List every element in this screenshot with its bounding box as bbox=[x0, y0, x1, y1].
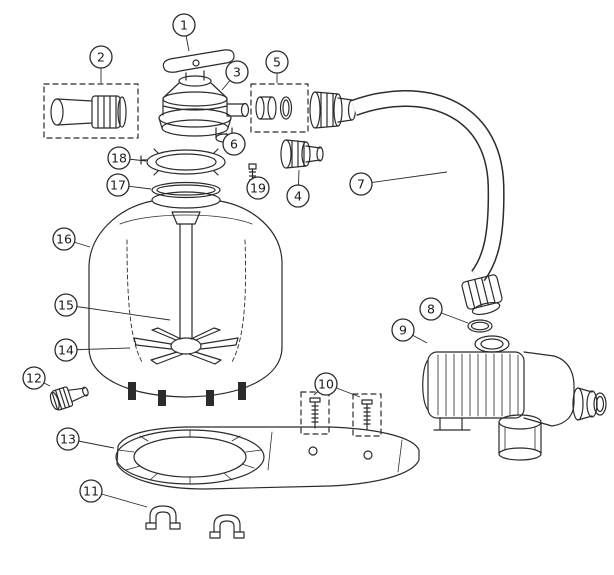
callout-14: 14 bbox=[54, 338, 78, 362]
callout-4: 4 bbox=[286, 184, 310, 208]
callout-circle-19 bbox=[246, 176, 270, 200]
hose-end-connector bbox=[461, 274, 503, 316]
union-fitting-kit bbox=[43, 83, 139, 139]
callout-number-8: 8 bbox=[427, 302, 435, 317]
callout-number-1: 1 bbox=[180, 18, 188, 33]
leader-line-15 bbox=[65, 304, 171, 321]
clamp-screw bbox=[248, 163, 257, 186]
callout-circle-12 bbox=[22, 366, 46, 390]
callout-circle-6 bbox=[222, 132, 246, 156]
callout-19: 19 bbox=[246, 176, 270, 200]
callout-circle-11 bbox=[79, 479, 103, 503]
callout-number-5: 5 bbox=[273, 55, 281, 70]
callout-circle-17 bbox=[106, 173, 130, 197]
base-tray bbox=[115, 426, 420, 490]
filter-tank bbox=[88, 191, 283, 406]
callout-13: 13 bbox=[56, 427, 80, 451]
drain-fitting bbox=[49, 386, 89, 411]
callout-circle-16 bbox=[52, 227, 76, 251]
callout-16: 16 bbox=[52, 227, 76, 251]
callout-5: 5 bbox=[265, 50, 289, 74]
pump-o-ring bbox=[467, 319, 493, 333]
callout-6: 6 bbox=[222, 132, 246, 156]
callout-number-9: 9 bbox=[399, 323, 407, 338]
callout-2: 2 bbox=[89, 45, 113, 69]
callout-circle-8 bbox=[419, 297, 443, 321]
tank-gasket bbox=[151, 181, 221, 199]
pump bbox=[422, 335, 607, 461]
callout-1: 1 bbox=[172, 13, 196, 37]
callout-number-10: 10 bbox=[318, 377, 334, 392]
callout-number-14: 14 bbox=[58, 343, 74, 358]
callout-number-13: 13 bbox=[60, 432, 76, 447]
callout-circle-9 bbox=[391, 318, 415, 342]
callout-circle-13 bbox=[56, 427, 80, 451]
screw-kit-1 bbox=[300, 391, 330, 435]
leader-line-7 bbox=[360, 171, 448, 185]
callout-circle-15 bbox=[54, 293, 78, 317]
callout-10: 10 bbox=[314, 372, 338, 396]
callout-number-11: 11 bbox=[83, 484, 99, 499]
callout-3: 3 bbox=[225, 60, 249, 84]
callout-11: 11 bbox=[79, 479, 103, 503]
adapter-kit bbox=[250, 83, 309, 133]
mounting-clamp-1 bbox=[145, 505, 181, 530]
callout-number-12: 12 bbox=[26, 371, 42, 386]
callout-number-6: 6 bbox=[230, 137, 238, 152]
diagram-line-art bbox=[43, 49, 607, 539]
mounting-clamp-2 bbox=[209, 514, 245, 539]
callout-number-19: 19 bbox=[250, 181, 266, 196]
flange-clamp-ring bbox=[140, 148, 226, 176]
callout-15: 15 bbox=[54, 293, 78, 317]
callout-7: 7 bbox=[349, 172, 373, 196]
callout-circle-2 bbox=[89, 45, 113, 69]
callout-number-15: 15 bbox=[58, 298, 74, 313]
callout-number-4: 4 bbox=[294, 189, 302, 204]
callout-circle-7 bbox=[349, 172, 373, 196]
callout-circle-4 bbox=[286, 184, 310, 208]
callout-circle-1 bbox=[172, 13, 196, 37]
hose-union-nut bbox=[309, 91, 357, 129]
callout-number-2: 2 bbox=[97, 50, 105, 65]
callout-circle-3 bbox=[225, 60, 249, 84]
callout-circle-5 bbox=[265, 50, 289, 74]
callout-17: 17 bbox=[106, 173, 130, 197]
callout-8: 8 bbox=[419, 297, 443, 321]
flexible-hose bbox=[351, 90, 505, 282]
multiport-valve bbox=[158, 49, 250, 143]
callout-number-7: 7 bbox=[357, 177, 365, 192]
callout-9: 9 bbox=[391, 318, 415, 342]
standpipe bbox=[171, 211, 201, 339]
callout-number-3: 3 bbox=[233, 65, 241, 80]
callout-number-16: 16 bbox=[56, 232, 72, 247]
screw-kit-2 bbox=[352, 393, 382, 437]
callout-12: 12 bbox=[22, 366, 46, 390]
callout-circle-18 bbox=[107, 146, 131, 170]
callout-circle-10 bbox=[314, 372, 338, 396]
callout-circle-14 bbox=[54, 338, 78, 362]
tank-adapter-fitting bbox=[280, 139, 324, 169]
callout-number-17: 17 bbox=[110, 178, 126, 193]
callout-number-18: 18 bbox=[111, 151, 127, 166]
callout-18: 18 bbox=[107, 146, 131, 170]
lateral-assembly bbox=[133, 327, 239, 365]
